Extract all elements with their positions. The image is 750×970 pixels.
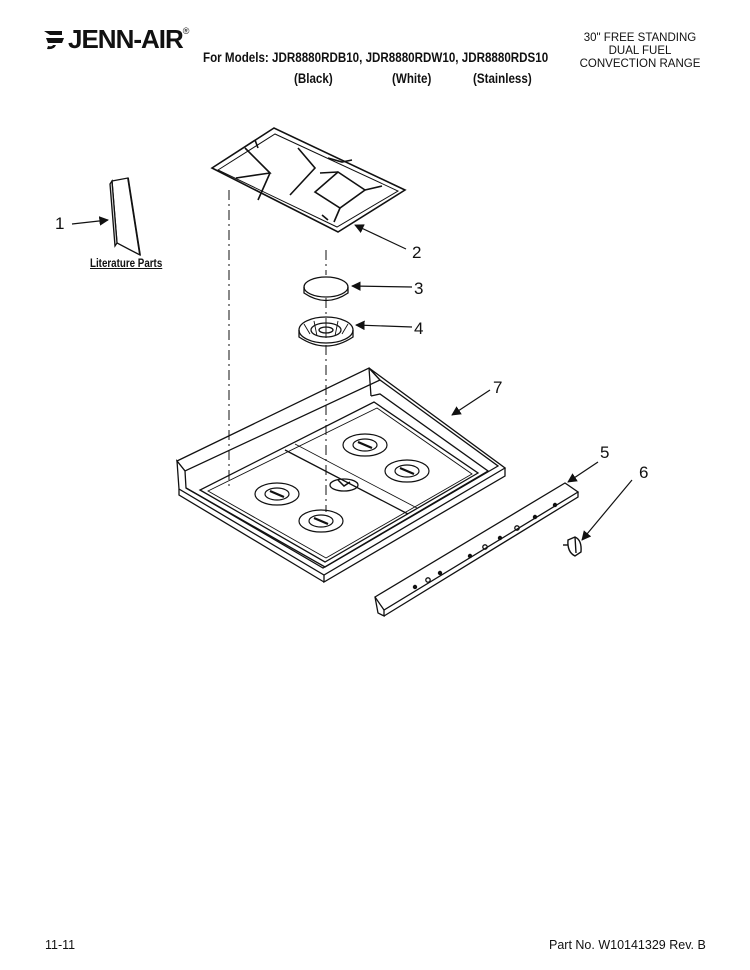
brand-logo: JENN-AIR ®	[42, 24, 189, 54]
jenn-air-logo-mark	[44, 31, 64, 50]
mounting-clip	[563, 536, 582, 557]
literature-booklet	[109, 177, 141, 257]
range-line: DUAL FUEL	[608, 45, 672, 57]
part-number: Part No. W10141329 Rev. B	[549, 938, 706, 952]
callout-4: 4	[414, 319, 424, 338]
callout-7: 7	[493, 378, 503, 397]
range-line: 30" FREE STANDING	[583, 32, 697, 44]
burner-base	[298, 316, 354, 347]
callout-6: 6	[639, 463, 649, 482]
manifold-panel	[374, 482, 580, 618]
variant-black: (Black)	[294, 71, 333, 86]
page-code: 11-11	[45, 938, 76, 952]
range-description: 30" FREE STANDING DUAL FUEL CONVECTION R…	[575, 32, 705, 71]
literature-parts-label: Literature Parts	[90, 258, 163, 270]
variant-stainless: (Stainless)	[473, 71, 532, 86]
callout-5: 5	[600, 443, 610, 462]
brand-name: JENN-AIR	[68, 23, 184, 54]
cooktop	[175, 367, 507, 584]
range-line: CONVECTION RANGE	[579, 58, 701, 70]
burner-grate	[210, 127, 407, 233]
callout-3: 3	[414, 279, 424, 298]
variant-white: (White)	[392, 71, 432, 86]
callout-2: 2	[412, 243, 422, 262]
burner-cap	[303, 276, 349, 302]
callout-1: 1	[55, 214, 65, 233]
registered-mark: ®	[182, 26, 190, 36]
models-line: For Models: JDR8880RDB10, JDR8880RDW10, …	[203, 50, 549, 65]
